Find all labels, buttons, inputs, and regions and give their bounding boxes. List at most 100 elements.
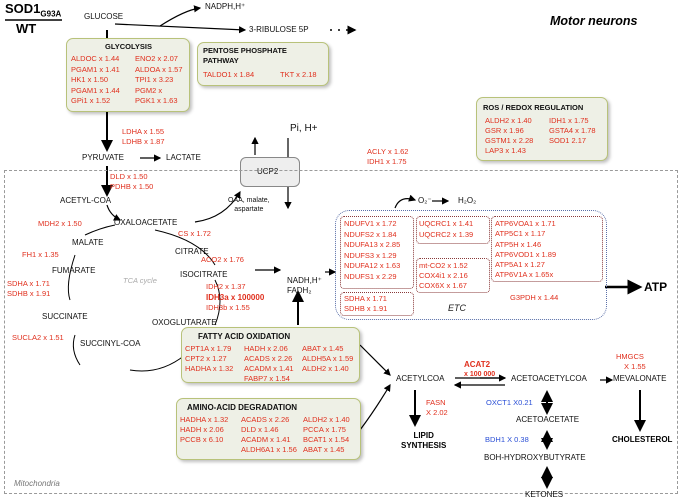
enzyme: GSR x 1.96 <box>485 126 524 135</box>
bdh1-enzyme: BDH1 X 0.38 <box>485 435 529 444</box>
enzyme: ALDH2 x 1.40 <box>303 415 350 424</box>
h2o2-label: H₂O₂ <box>458 196 477 205</box>
idh-enzymes: IDH2 x 1.37 IDH3a x 100000 IDH3b x 1.55 <box>206 282 264 314</box>
enzyme: ALDOC x 1.44 <box>71 54 120 63</box>
aad-col1: HADHA x 1.32 HADH x 2.06 PCCB x 6.10 <box>180 415 228 445</box>
amino-acid-degradation-box: AMINO-ACID DEGRADATION HADHA x 1.32 HADH… <box>176 398 361 460</box>
enzyme: LDHB x 1.87 <box>122 137 165 146</box>
pi-h-label: Pi, H+ <box>290 123 318 134</box>
enzyme: CPT2 x 1.27 <box>185 354 227 363</box>
enzyme: ACLY x 1.62 <box>367 147 409 156</box>
enzyme: COX6X x 1.67 <box>419 281 467 290</box>
lactate-label: LACTATE <box>166 153 201 162</box>
glycolysis-col2: ENO2 x 2.07 ALDOA x 1.57 TPI1 x 3.23 PGM… <box>135 54 183 107</box>
enzyme: mt-CO2 x 1.52 <box>419 261 468 270</box>
complex-iv-box <box>416 258 490 293</box>
sucla2-enzyme: SUCLA2 x 1.51 <box>12 333 64 342</box>
enzyme: IDH2 x 1.37 <box>206 282 246 291</box>
enzyme: DLD x 1.46 <box>241 425 279 434</box>
enzyme-value: X 1.55 <box>624 362 646 371</box>
nadph-label: NADPH,H⁺ <box>205 2 246 11</box>
enzyme: FABP7 x 1.54 <box>244 374 290 383</box>
fao-col2: HADH x 2.06 ACADS x 2.26 ACADM x 1.41 FA… <box>244 344 294 384</box>
complex-ii-box <box>340 292 414 316</box>
ucp2-box: UCP2 <box>240 157 300 187</box>
enzyme: IDH1 x 1.75 <box>367 157 407 166</box>
mevalonate-label: MEVALONATE <box>613 374 667 383</box>
ldh-enzymes: LDHA x 1.55 LDHB x 1.87 <box>122 127 165 147</box>
nadh-fadh2-label: NADH,H⁺FADH₂ <box>287 276 322 295</box>
complex-i-box <box>340 216 414 289</box>
bohb-label: BOH-HYDROXYBUTYRATE <box>484 453 586 462</box>
enzyme: HK1 x 1.50 <box>71 75 109 84</box>
enzyme: ALDH2 x 1.40 <box>302 364 349 373</box>
enzyme: HADHA x 1.32 <box>185 364 234 373</box>
enzyme: PCCA x 1.75 <box>303 425 346 434</box>
sdh-enzymes: SDHA x 1.71 SDHB x 1.91 <box>7 279 50 299</box>
enzyme: PGAM1 x 1.44 <box>71 85 120 95</box>
enzyme: HADH x 2.06 <box>180 425 224 434</box>
acly-idh1: ACLY x 1.62 IDH1 x 1.75 <box>367 147 408 167</box>
enzyme: LDHA x 1.55 <box>122 127 165 136</box>
fh1-enzyme: FH1 x 1.35 <box>22 250 59 259</box>
enzyme: GSTM1 x 2.28 <box>485 136 534 145</box>
cox-list: mt-CO2 x 1.52 COX4i1 x 2.16 COX6X x 1.67 <box>419 261 468 291</box>
tca-cycle-label: TCA cycle <box>123 276 157 285</box>
fao-col3: ABAT x 1.45 ALDH5A x 1.59 ALDH2 x 1.40 <box>302 344 353 374</box>
fao-col1: CPT1A x 1.79 CPT2 x 1.27 HADHA x 1.32 <box>185 344 233 374</box>
fatty-acid-oxidation-box: FATTY ACID OXIDATION CPT1A x 1.79 CPT2 x… <box>181 327 360 383</box>
enzyme: NDUFS3 x 1.29 <box>344 250 397 260</box>
enzyme: HADH x 2.06 <box>244 344 288 353</box>
enzyme: FASN <box>426 398 446 407</box>
enzyme: GSTA4 x 1.78 <box>549 126 596 135</box>
atp-synthase-list: ATP6VOA1 x 1.71 ATP5C1 x 1.17 ATP5H x 1.… <box>495 219 556 281</box>
enzyme: TALDO1 x 1.84 <box>203 70 255 79</box>
enzyme: SDHB x 1.91 <box>344 304 388 313</box>
enzyme: HADHA x 1.32 <box>180 415 229 424</box>
malate-label: MALATE <box>72 238 104 247</box>
glycolysis-box: GLYCOLYSIS ALDOC x 1.44 PGAM1 x 1.41 HK1… <box>66 38 190 112</box>
enzyme: NDUFA12 x 1.63 <box>344 261 401 270</box>
enzyme: ATP6VOA1 x 1.71 <box>495 219 556 228</box>
etc-container <box>335 210 607 320</box>
enzyme: ACADS x 2.26 <box>241 415 290 424</box>
cholesterol-label: CHOLESTEROL <box>612 435 673 444</box>
enzyme: ATP5A1 x 1.27 <box>495 260 545 270</box>
oxaloacetate-label: OXALOACETATE <box>114 218 178 227</box>
glycolysis-title: GLYCOLYSIS <box>105 42 152 51</box>
fasn-enzyme: FASN X 2.02 <box>426 398 448 418</box>
enzyme: NDUFV1 x 1.72 <box>344 219 397 228</box>
oaa-label: OAA, malate,aspartate <box>228 197 270 213</box>
enzyme-value: x 100 000 <box>464 371 496 378</box>
enzyme: PGK1 x 1.63 <box>135 96 178 105</box>
enzyme: ACAT2 <box>464 360 491 369</box>
ros-box: ROS / REDOX REGULATION ALDH2 x 1.40 GSR … <box>476 97 608 161</box>
enzyme: TPI1 x 3.23 <box>135 75 174 84</box>
enzyme: ENO2 x 2.07 <box>135 54 178 63</box>
enzyme: IDH3b x 1.55 <box>206 303 250 312</box>
acetoacetate-label: ACETOACETATE <box>516 415 580 424</box>
oxct1-enzyme: OXCT1 X0.21 <box>486 398 533 407</box>
acetylcoa-label: ACETYLCOA <box>396 374 445 383</box>
hmgcs-enzyme: HMGCS X 1.55 <box>616 352 646 372</box>
enzyme: ATP5H x 1.46 <box>495 239 542 249</box>
enzyme: HMGCS <box>616 352 644 361</box>
enzyme: ALDOA x 1.57 <box>135 64 183 74</box>
complex-iii-box <box>416 216 490 244</box>
enzyme: BCAT1 x 1.54 <box>303 435 350 444</box>
aco2-enzyme: ACO2 x 1.76 <box>201 255 244 264</box>
enzyme: DLD x 1.50 <box>110 172 148 181</box>
wt-label: WT <box>16 21 37 36</box>
aad-col2: ACADS x 2.26 DLD x 1.46 ACADM x 1.41 ALD… <box>241 415 297 455</box>
enzyme: GPi1 x 1.52 <box>71 96 111 105</box>
enzyme: ABAT x 1.45 <box>303 445 345 454</box>
nduf-list: NDUFV1 x 1.72 NDUFS2 x 1.84 NDUFA13 x 2.… <box>344 219 400 282</box>
enzyme: UQCRC2 x 1.39 <box>419 229 474 239</box>
sod1-label: SOD1G93A <box>5 1 62 19</box>
mitochondria-label: Mitochondria <box>14 479 60 488</box>
enzyme: PGAM1 x 1.41 <box>71 64 120 74</box>
oxoglutarate-label: OXOGLUTARATE <box>152 318 217 327</box>
ros-title: ROS / REDOX REGULATION <box>483 103 584 112</box>
mdh2-enzyme: MDH2 x 1.50 <box>38 219 82 228</box>
